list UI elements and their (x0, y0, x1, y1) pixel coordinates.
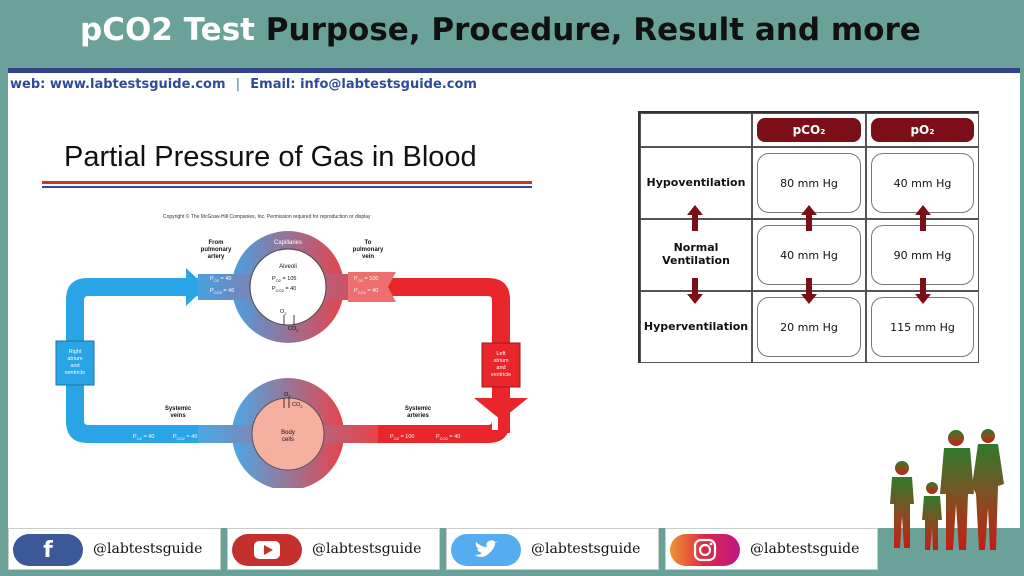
label-left-1: Left (496, 351, 506, 357)
column-header-po2: pO₂ (871, 118, 974, 142)
value-hypo-pco2: 80 mm Hg (757, 153, 861, 213)
facebook-handle[interactable]: @labtestsguide (93, 541, 203, 557)
pulmonary-vein-flag (348, 272, 396, 302)
header-bar: pCO2 Test Purpose, Procedure, Result and… (0, 0, 1024, 68)
label-left-4: ventricle (491, 372, 511, 378)
value-hyper-po2: 115 mm Hg (871, 297, 974, 357)
down-arrow-icon (915, 278, 931, 304)
value-normal-pco2: 40 mm Hg (757, 225, 861, 285)
email-link[interactable]: Email: info@labtestsguide.com (250, 77, 477, 92)
label-pulmonary-2: pulmonary (353, 247, 384, 253)
youtube-handle[interactable]: @labtestsguide (312, 541, 422, 557)
label-capillaries: Capillaries (274, 240, 302, 246)
deoxygenated-loop (66, 278, 198, 443)
contact-line: web: www.labtestsguide.com | Email: info@l… (10, 77, 477, 92)
inflow-po2: PO2 = 40 (210, 276, 231, 283)
label-alveoli: Alveoli (279, 264, 297, 270)
label-body: Body (281, 430, 295, 436)
title-test-name: pCO2 Test (80, 12, 266, 48)
title-underline-red (42, 181, 532, 184)
content-panel: web: www.labtestsguide.com | Email: info@l… (8, 73, 1020, 528)
value-hypo-po2: 40 mm Hg (871, 153, 974, 213)
diagram-title: Partial Pressure of Gas in Blood (64, 141, 477, 173)
title-subtitle: Purpose, Procedure, Result and more (265, 12, 921, 48)
blue-flow-arrow (186, 268, 206, 306)
alveolar-pco2: PCO2 = 40 (272, 286, 296, 293)
instagram-card[interactable]: @labtestsguide (665, 528, 878, 570)
outflow-po2: PO2 = 100 (354, 276, 378, 283)
label-right-1: Right (69, 349, 82, 355)
arterial-po2: PO2 = 100 (390, 434, 414, 441)
label-systemic-veins-1: Systemic (165, 406, 192, 412)
twitter-card[interactable]: @labtestsguide (446, 528, 659, 570)
label-pulmonary: pulmonary (201, 247, 232, 253)
up-arrow-icon (915, 205, 931, 231)
down-arrow-icon (687, 278, 703, 304)
title-underline-blue (42, 186, 532, 188)
outflow-pco2: PCO2 = 40 (354, 288, 378, 295)
down-arrow-icon (801, 278, 817, 304)
arterial-pco2: PCO2 = 40 (436, 434, 460, 441)
label-from: From (209, 240, 224, 246)
row-label-cell (640, 291, 752, 363)
alveolus-o2: O2 (280, 309, 287, 316)
label-right-2: atrium (67, 356, 83, 362)
body-cells (251, 397, 325, 471)
row-label-normal: Normal Ventilation (662, 241, 730, 267)
left-heart-box (481, 342, 521, 388)
label-right-3: and (70, 363, 79, 369)
label-to: To (365, 240, 372, 246)
instagram-icon[interactable] (670, 534, 740, 566)
facebook-icon[interactable]: f (13, 534, 83, 566)
label-systemic-arteries-2: arteries (407, 413, 429, 419)
value-normal-po2: 90 mm Hg (871, 225, 974, 285)
circulation-diagram: Copyright © The McGraw-Hill Companies, I… (55, 213, 528, 488)
alveolar-po2: PO2 = 105 (272, 276, 296, 283)
social-footer: f @labtestsguide @labtestsguide @labtest… (8, 528, 880, 570)
page-title: pCO2 Test Purpose, Procedure, Result and… (80, 12, 921, 48)
up-arrow-icon (687, 205, 703, 231)
twitter-handle[interactable]: @labtestsguide (531, 541, 641, 557)
up-arrow-icon (801, 205, 817, 231)
instagram-handle[interactable]: @labtestsguide (750, 541, 860, 557)
website-link[interactable]: web: www.labtestsguide.com (10, 77, 226, 92)
label-right-4: ventricle (65, 370, 85, 376)
red-connector (498, 413, 510, 433)
family-logo (890, 429, 1004, 550)
label-systemic-veins-2: veins (170, 413, 186, 419)
alveolus (249, 248, 327, 326)
label-cells: cells (282, 437, 294, 443)
youtube-card[interactable]: @labtestsguide (227, 528, 440, 570)
venous-po2: PO2 = 40 (133, 434, 154, 441)
venous-pco2: PCO2 = 46 (173, 434, 197, 441)
right-heart-box (55, 340, 95, 386)
oxygenated-loop-bottom (378, 421, 510, 443)
row-label-hyperventilation: Hyperventilation (643, 320, 749, 333)
twitter-icon[interactable] (451, 534, 521, 566)
youtube-icon[interactable] (232, 534, 302, 566)
alveolus-co2: CO2 (288, 326, 299, 333)
facebook-card[interactable]: f @labtestsguide (8, 528, 221, 570)
table-corner-cell (640, 113, 752, 147)
value-hyper-pco2: 20 mm Hg (757, 297, 861, 357)
inflow-pco2: PCO2 = 46 (210, 288, 234, 295)
column-header-pco2: pCO₂ (757, 118, 861, 142)
ventilation-table: pCO₂ pO₂ Hypoventilation Normal Ventilat… (638, 111, 979, 363)
label-left-3: and (496, 365, 505, 371)
contact-separator: | (235, 77, 241, 92)
row-label-hypoventilation: Hypoventilation (646, 176, 746, 189)
label-artery: artery (208, 254, 225, 260)
header-divider (8, 68, 1020, 73)
label-systemic-arteries-1: Systemic (405, 406, 432, 412)
copyright-note: Copyright © The McGraw-Hill Companies, I… (163, 213, 371, 220)
label-left-2: atrium (493, 358, 509, 364)
body-co2: CO2 (292, 402, 303, 409)
label-vein: vein (362, 254, 374, 260)
body-o2: O2 (284, 392, 291, 399)
